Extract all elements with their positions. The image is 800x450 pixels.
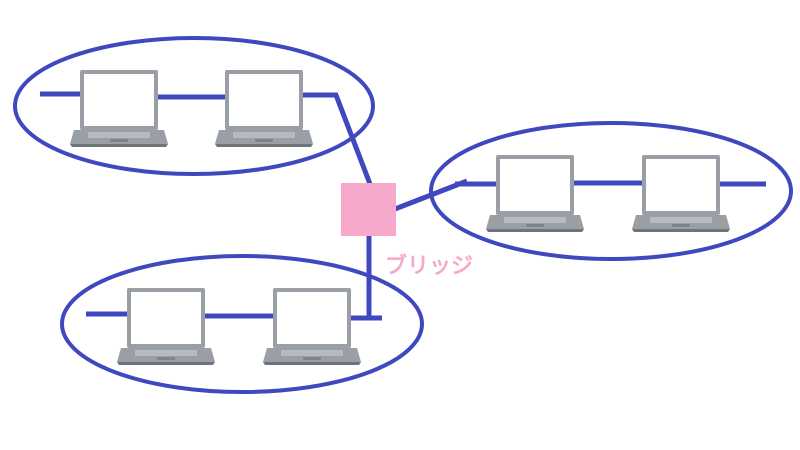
- bridge-box: [341, 183, 396, 236]
- bridge-link-right: [394, 178, 468, 212]
- laptop-icon: [263, 288, 361, 365]
- segment-boundary: [13, 36, 375, 176]
- bridge-link-top: [333, 94, 373, 185]
- segment-top-left: [13, 36, 375, 176]
- bridge-label: ブリッジ: [385, 253, 473, 279]
- laptop-icon: [486, 155, 584, 232]
- laptop-icon: [215, 70, 313, 147]
- laptop-icon: [70, 70, 168, 147]
- segment-boundary: [60, 254, 424, 394]
- segment-boundary: [429, 121, 793, 261]
- laptop-icon: [117, 288, 215, 365]
- laptop-icon: [632, 155, 730, 232]
- segment-right: [429, 121, 793, 261]
